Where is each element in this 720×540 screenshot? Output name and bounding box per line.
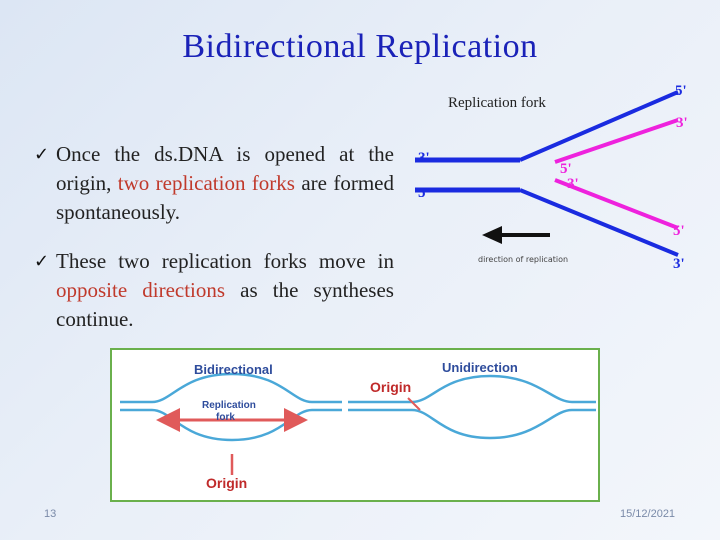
uni-bubble-bottom-strand [348,408,596,440]
bottom-new-strand [554,178,679,230]
bubble-top-strand [120,372,342,404]
bullet-item: ✓ These two replication forks move in op… [34,247,394,334]
origin-label-top: Origin [370,379,411,395]
strand-end-label: 3' [673,256,685,272]
uni-bubble-top-strand [348,374,596,404]
bottom-leading-strand [519,188,679,257]
slide-date: 15/12/2021 [620,508,676,520]
page-number: 13 [44,508,57,520]
checkmark-icon: ✓ [34,144,50,165]
origin-label-bottom: Origin [206,475,247,491]
bullet-item: ✓ Once the ds.DNA is opened at the origi… [34,140,394,227]
strand-end-label: 5' [418,185,430,201]
strand-end-label: 3' [567,176,579,192]
strand-end-label: 3' [418,150,430,166]
unidirection-label: Unidirection [442,360,518,375]
bullet-highlight: opposite directions [56,278,226,302]
strand-end-label: 5' [675,83,687,99]
bullet-text: Once the ds.DNA is opened at the origin, [56,142,394,195]
replication-fork-diagram: Replication fork 5' 3' 5' 3' 3' 5' 3' 5'… [415,83,688,272]
strand-end-label: 5' [673,223,685,239]
top-new-strand [554,118,679,164]
origin-arrow [407,397,421,411]
strand-end-label: 5' [560,161,572,177]
strand-end-label: 3' [676,115,688,131]
bullet-highlight: two replication forks [117,171,295,195]
top-leading-strand [519,90,679,162]
bullet-text: as the syntheses continue. [56,278,394,331]
fork-label: Replication fork [448,95,546,111]
bullet-text: These two replication forks move in [56,249,394,273]
slide-title: Bidirectional Replication [182,28,538,65]
arrow-caption: direction of replication [478,255,568,264]
bidirectional-label: Bidirectional [194,362,273,377]
bullet-list: ✓ Once the ds.DNA is opened at the origi… [34,140,394,354]
bullet-text: are formed spontaneously. [56,171,394,224]
left-arrow-icon [482,226,502,244]
checkmark-icon: ✓ [34,251,50,272]
